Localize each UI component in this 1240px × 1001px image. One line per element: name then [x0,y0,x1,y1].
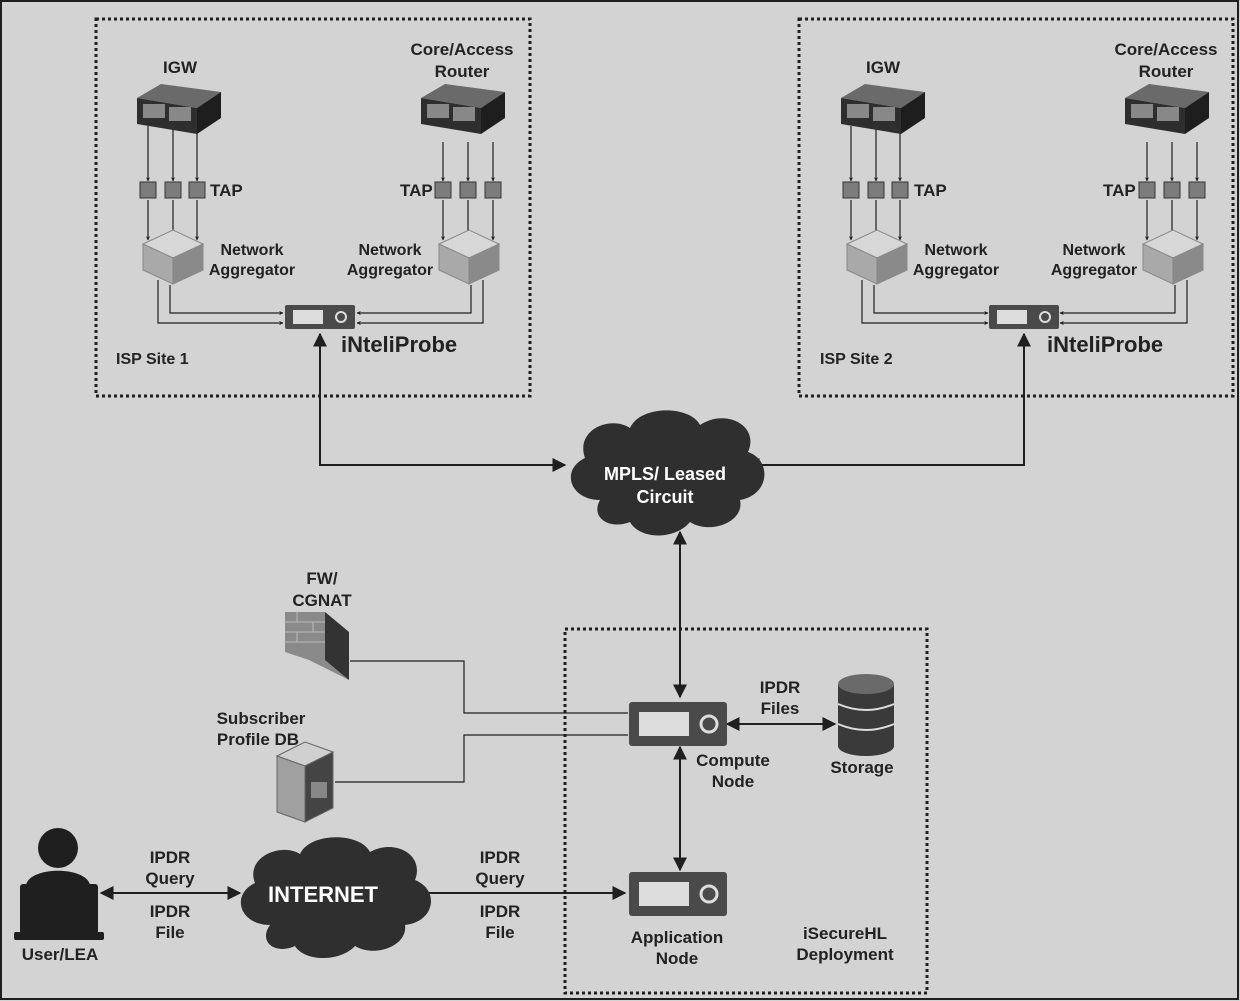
inteliprobe-2-icon [989,305,1059,329]
internet-cloud-icon [240,837,432,958]
network-aggregator-2-right-icon [1141,229,1205,285]
subscriber-db-label-line2: Profile DB [217,730,299,749]
aggregator-label-1-left-line2: Aggregator [209,262,295,279]
isp-site-2: IGW Core/Access Router TAP TAP Network A… [820,40,1218,368]
igw-server-2-icon [841,84,925,134]
inteliprobe-1-label: iNteliProbe [341,332,457,357]
app-file-label-line1: IPDR [480,902,521,921]
compute-node-label-line1: Compute [696,751,770,770]
deployment-label-line1: iSecureHL [803,924,887,943]
subscriber-db-server-icon [275,741,335,823]
user-lea-label: User/LEA [22,945,99,964]
user-query-label-line2: Query [145,869,195,888]
core-router-icon [421,84,505,134]
router-label-1-line2: Router [435,62,490,81]
aggregator-label-1-right-line2: Aggregator [347,262,433,279]
firewall-label-line2: CGNAT [292,591,352,610]
aggregator-label-1-right-line1: Network [358,242,421,259]
aggregator-label-1-left-line1: Network [220,242,283,259]
network-aggregator-2-left-icon [845,229,909,285]
router-label-2-line1: Core/Access [1114,40,1217,59]
firewall-icon [285,612,349,680]
user-file-label-line2: File [155,923,184,942]
app-query-label-line1: IPDR [480,848,521,867]
core-router-2-icon [1125,84,1209,134]
deployment-label-line2: Deployment [796,945,894,964]
app-query-label-line2: Query [475,869,525,888]
internet-label: INTERNET [268,882,379,907]
igw-label-2: IGW [866,58,901,77]
router-label-1-line1: Core/Access [410,40,513,59]
inteliprobe-1-icon [285,305,355,329]
ipdr-files-label-line2: Files [761,699,800,718]
igw-server-icon [137,84,221,134]
isp-site-1: IGW Core/Access Router TAP TAP Network A… [116,40,514,368]
backbone-links [99,332,1031,900]
user-file-label-line1: IPDR [150,902,191,921]
tap-label-2-left: TAP [914,181,947,200]
storage-icon [837,674,895,756]
tap-icons-2-right [1138,181,1206,199]
firewall-label-line1: FW/ [306,569,337,588]
aggregator-label-2-left-line2: Aggregator [913,262,999,279]
tap-label-2-right: TAP [1103,181,1136,200]
ipdr-files-label-line1: IPDR [760,678,801,697]
network-aggregator-right-icon [437,229,501,285]
tap-icons-left [139,181,206,199]
compute-node-icon [629,702,727,746]
aggregator-label-2-right-line2: Aggregator [1051,262,1137,279]
application-node-icon [629,872,727,916]
source-feeds [335,660,628,783]
igw-label-1: IGW [163,58,198,77]
user-query-label-line1: IPDR [150,848,191,867]
app-file-label-line2: File [485,923,514,942]
site-1-wiring [145,126,496,326]
site-2-wiring [848,126,1200,326]
mpls-label-line2: Circuit [636,487,693,507]
aggregator-label-2-left-line1: Network [924,242,987,259]
application-node-label-line1: Application [631,928,724,947]
tap-label-1-left: TAP [210,181,243,200]
tap-icons-right [434,181,502,199]
isecurehl-deployment-box [563,627,929,995]
isp-site-1-label: ISP Site 1 [116,351,189,368]
application-node-label-line2: Node [656,949,699,968]
storage-label: Storage [830,758,893,777]
inteliprobe-2-label: iNteliProbe [1047,332,1163,357]
aggregator-label-2-right-line1: Network [1062,242,1125,259]
isp-site-2-label: ISP Site 2 [820,351,893,368]
user-lea-icon [14,828,104,940]
mpls-cloud-icon [570,410,765,536]
mpls-label-line1: MPLS/ Leased [604,464,726,484]
subscriber-db-label-line1: Subscriber [217,709,306,728]
compute-node-label-line2: Node [712,772,755,791]
router-label-2-line2: Router [1139,62,1194,81]
tap-icons-2-left [842,181,909,199]
tap-label-1-right: TAP [400,181,433,200]
network-aggregator-left-icon [141,229,205,285]
